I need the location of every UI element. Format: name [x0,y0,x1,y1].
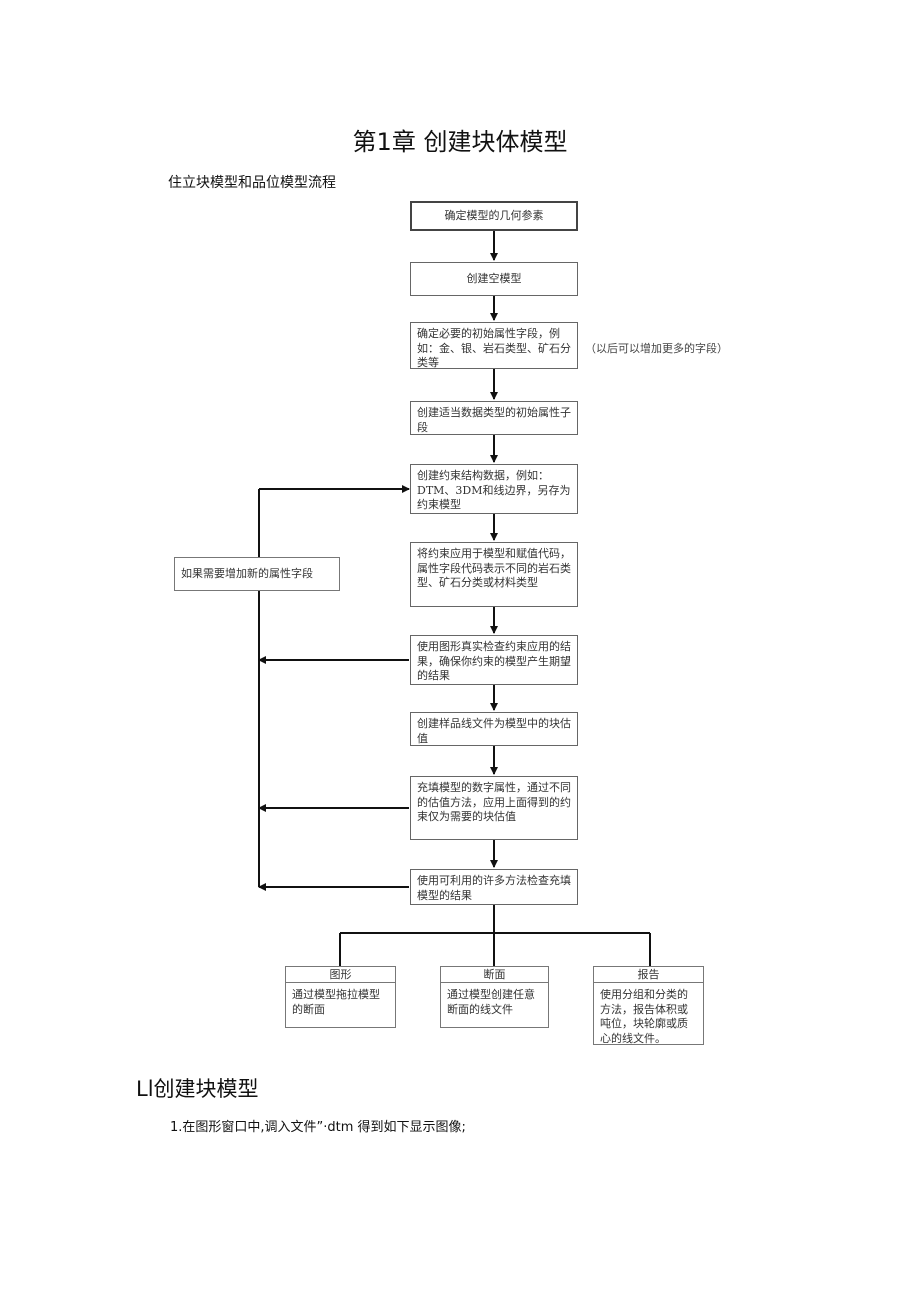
flow-step-6: 将约束应用于模型和赋值代码，属性字段代码表示不同的岩石类型、矿石分类或材料类型 [410,542,578,607]
flow-step-10: 使用可利用的许多方法检查充填模型的结果 [410,869,578,905]
side-note: （以后可以增加更多的字段） [585,342,728,355]
flow-caption: 住立块模型和品位模型流程 [168,175,336,191]
flow-step-3: 确定必要的初始属性字段，例如：金、银、岩石类型、矿石分类等 [410,322,578,369]
flow-step-5: 创建约束结构数据，例如：DTM、3DM和线边界，另存为约束模型 [410,464,578,514]
output-graphics-title: 图形 [286,967,395,983]
output-report-title: 报告 [594,967,703,983]
step-1-text: 1.在图形窗口中,调入文件”·dtm 得到如下显示图像; [170,1120,466,1135]
chapter-title: 第1章 创建块体模型 [352,128,568,156]
section-heading: Ll创建块模型 [136,1077,259,1101]
output-graphics: 图形 通过模型拖拉模型的断面 [285,966,396,1028]
output-report-body: 使用分组和分类的方法，报告体积或吨位，块轮廓或质心的线文件。 [600,988,688,1045]
output-graphics-body: 通过模型拖拉模型的断面 [292,988,380,1016]
flow-step-4: 创建适当数据类型的初始属性子段 [410,401,578,435]
flow-step-7: 使用图形真实检查约束应用的结果，确保你约束的模型产生期望的结果 [410,635,578,685]
flow-step-9: 充填模型的数字属性，通过不同的估值方法，应用上面得到的约束仅为需要的块估值 [410,776,578,840]
output-section: 断面 通过模型创建任意断面的线文件 [440,966,549,1028]
flow-step-1: 确定模型的几何参素 [410,201,578,231]
loop-label: 如果需要增加新的属性字段 [174,557,340,591]
flow-step-2: 创建空模型 [410,262,578,296]
output-section-title: 断面 [441,967,548,983]
output-section-body: 通过模型创建任意断面的线文件 [447,988,535,1016]
flow-step-8: 创建样品线文件为模型中的块估值 [410,712,578,746]
output-report: 报告 使用分组和分类的方法，报告体积或吨位，块轮廓或质心的线文件。 [593,966,704,1045]
